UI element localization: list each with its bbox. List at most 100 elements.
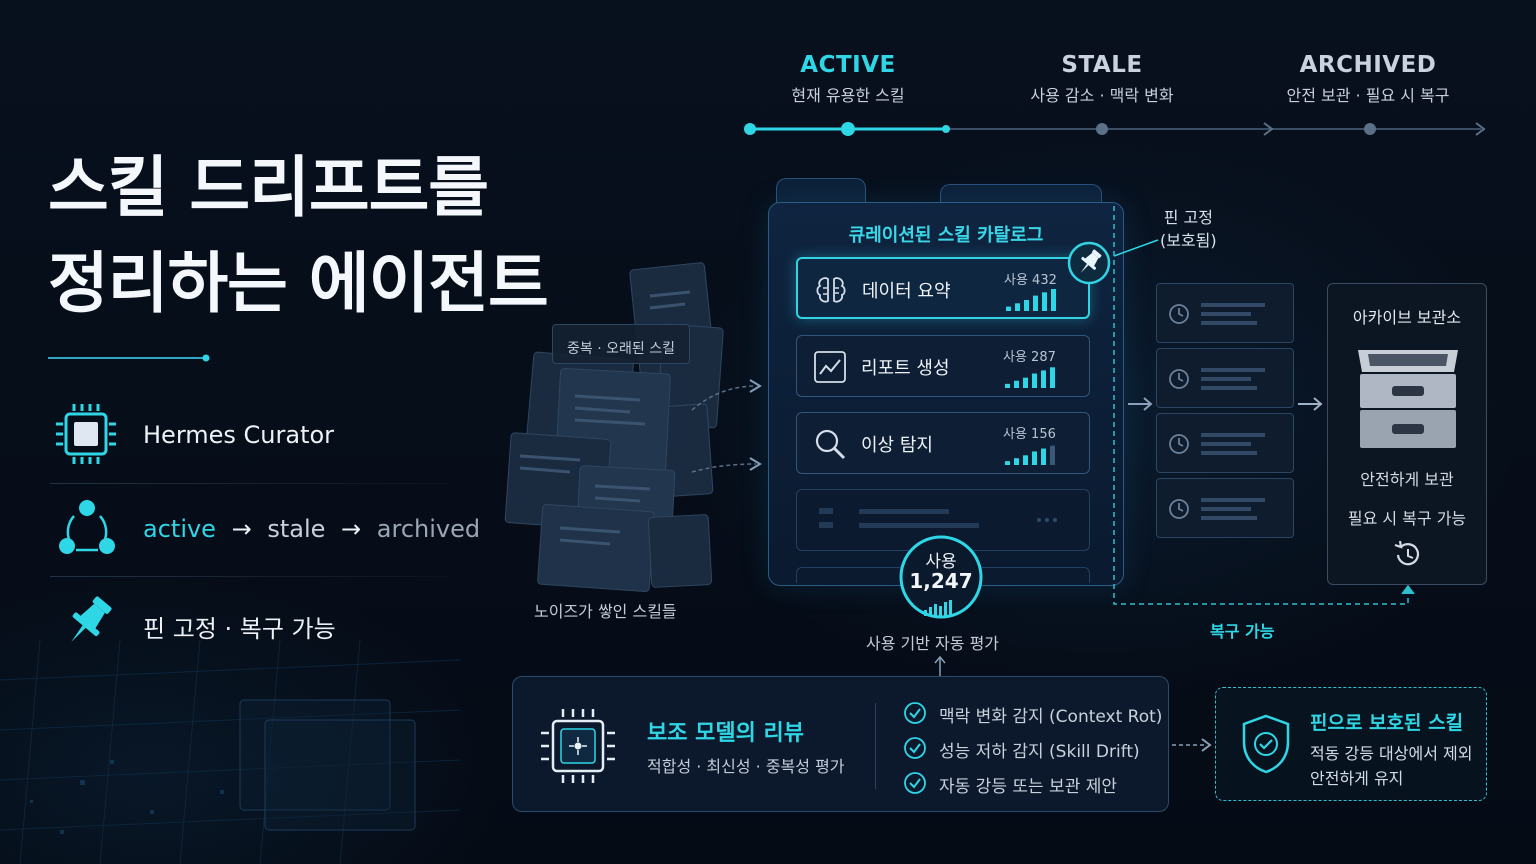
- arrow-icon: [1172, 738, 1212, 752]
- feature-curator: Hermes Curator: [143, 421, 335, 449]
- pinned-line-1: 적동 강등 대상에서 제외: [1310, 744, 1473, 763]
- stage-title: ACTIVE: [800, 52, 896, 78]
- arrow-icon: [1128, 397, 1153, 411]
- usage-bar: [1042, 292, 1047, 311]
- check-label: 성능 저하 감지 (Skill Drift): [939, 742, 1140, 762]
- chip-icon: [541, 709, 615, 783]
- pushpin-icon: [71, 596, 112, 642]
- usage-gauge: [899, 535, 983, 619]
- pin-callout: 핀 고정 (보호됨): [1160, 206, 1217, 252]
- pinned-title: 핀으로 보호된 스킬: [1310, 712, 1464, 734]
- pin-badge[interactable]: [1064, 238, 1114, 288]
- usage-bar: [1041, 448, 1046, 465]
- skill-card[interactable]: 이상 탐지 사용 156: [796, 412, 1090, 474]
- usage-bar: [1014, 380, 1019, 388]
- usage-bar: [1014, 458, 1019, 465]
- lifecycle-stale: stale: [267, 515, 326, 543]
- archive-title: 아카이브 보관소: [1352, 308, 1462, 327]
- clock-icon: [1169, 368, 1265, 390]
- title-line-1: 스킬 드리프트를: [48, 149, 489, 226]
- restore-icon[interactable]: [1390, 538, 1424, 572]
- clock-icon: [1169, 433, 1265, 455]
- arrow-icon: [1298, 397, 1323, 411]
- gauge-value: 1,247: [909, 569, 973, 593]
- usage-bar: [1005, 461, 1010, 465]
- skill-name: 이상 탐지: [861, 435, 933, 456]
- usage-bar: [1005, 383, 1010, 388]
- title-line-2: 정리하는 에이전트: [48, 245, 549, 322]
- skill-card[interactable]: 리포트 생성 사용 287: [796, 335, 1090, 397]
- cycle-icon: [59, 500, 115, 554]
- skill-card[interactable]: 데이터 요약 사용 432: [796, 257, 1090, 319]
- stage-subtitle: 안전 보관 · 필요 시 복구: [1286, 86, 1450, 105]
- gauge-label: 사용: [925, 552, 957, 572]
- skill-usage: 사용 287: [1003, 350, 1056, 365]
- gauge-caption: 사용 기반 자동 평가: [866, 634, 1000, 653]
- usage-bars: [1006, 289, 1056, 311]
- lifecycle-archived: archived: [376, 515, 481, 543]
- pinned-skills-panel: 핀으로 보호된 스킬 적동 강등 대상에서 제외 안전하게 유지: [1215, 687, 1487, 801]
- noise-bottom-label: 노이즈가 쌓인 스킬들: [534, 602, 677, 621]
- chip-icon: [56, 404, 116, 464]
- pin-label: 핀 고정: [1163, 208, 1213, 227]
- stage-archived: ARCHIVED 안전 보관 · 필요 시 복구: [1258, 52, 1478, 106]
- usage-bar: [1024, 300, 1029, 311]
- usage-bar: [1051, 289, 1056, 311]
- review-panel: 보조 모델의 리뷰 적합성 · 최신성 · 중복성 평가 맥락 변화 감지 (C…: [512, 676, 1169, 812]
- usage-bar: [1041, 370, 1046, 388]
- usage-bar: [1015, 303, 1020, 311]
- stale-skill-card[interactable]: [1156, 348, 1294, 408]
- stage-title: ARCHIVED: [1299, 52, 1437, 78]
- check-circle-icon: [904, 702, 926, 724]
- review-subtitle: 적합성 · 최신성 · 중복성 평가: [647, 757, 845, 776]
- search-icon: [815, 429, 846, 460]
- stage-stale: STALE 사용 감소 · 맥락 변화: [992, 52, 1212, 106]
- arrow-icon: →: [231, 515, 252, 543]
- page-title: 스킬 드리프트를 정리하는 에이전트: [48, 140, 549, 332]
- noise-top-label: 중복 · 오래된 스킬: [552, 324, 690, 364]
- check-circle-icon: [904, 772, 926, 794]
- placeholder-lines: [819, 508, 1057, 528]
- check-label: 자동 강등 또는 보관 제안: [939, 777, 1118, 797]
- archive-vault: 아카이브 보관소 안전하게 보관 필요 시 복구 가능: [1327, 283, 1487, 585]
- stage-subtitle: 현재 유용한 스킬: [791, 86, 905, 105]
- background-grid: [0, 640, 460, 864]
- archive-box-icon: [1358, 350, 1458, 448]
- restore-label: 복구 가능: [1210, 622, 1275, 641]
- folder-tab: [940, 184, 1102, 206]
- check-circle-icon: [904, 737, 926, 759]
- pinned-line-2: 안전하게 유지: [1310, 769, 1404, 788]
- skill-name: 리포트 생성: [861, 358, 950, 379]
- skill-catalog: 큐레이션된 스킬 카탈로그 데이터 요약 사용 432 리포트 생성 사용 28…: [768, 202, 1124, 586]
- noise-to-catalog-arrows: [691, 379, 762, 473]
- pin-callout-line: [1113, 239, 1159, 257]
- stage-subtitle: 사용 감소 · 맥락 변화: [1030, 86, 1174, 105]
- stale-skill-card[interactable]: [1156, 413, 1294, 473]
- usage-bars: [1005, 445, 1055, 465]
- usage-bar: [1023, 377, 1028, 388]
- line-chart-icon: [814, 351, 846, 383]
- usage-bars: [1005, 367, 1055, 388]
- catalog-title: 큐레이션된 스킬 카탈로그: [848, 225, 1044, 246]
- placeholder-skill-card: [796, 489, 1090, 551]
- brain-icon: [816, 277, 846, 303]
- clock-icon: [1169, 303, 1265, 325]
- stage-title: STALE: [1061, 52, 1143, 78]
- feature-pin: 핀 고정 · 복구 가능: [143, 615, 336, 643]
- timeline-track: [744, 122, 1486, 136]
- shield-icon: [1242, 714, 1290, 774]
- divider: [50, 576, 450, 577]
- divider: [50, 483, 450, 484]
- check-label: 맥락 변화 감지 (Context Rot): [939, 707, 1163, 727]
- stale-skill-card[interactable]: [1156, 478, 1294, 538]
- skill-usage: 사용 156: [1003, 427, 1056, 442]
- restore-path: [1113, 206, 1415, 605]
- up-arrow-icon: [934, 655, 946, 676]
- arrow-icon: →: [341, 515, 362, 543]
- stale-skill-card[interactable]: [1156, 283, 1294, 343]
- usage-bar: [1032, 451, 1037, 465]
- usage-bar: [1050, 445, 1055, 465]
- usage-bar: [1033, 295, 1038, 311]
- noisy-skill-pile: [504, 262, 724, 593]
- usage-bar: [1050, 367, 1055, 388]
